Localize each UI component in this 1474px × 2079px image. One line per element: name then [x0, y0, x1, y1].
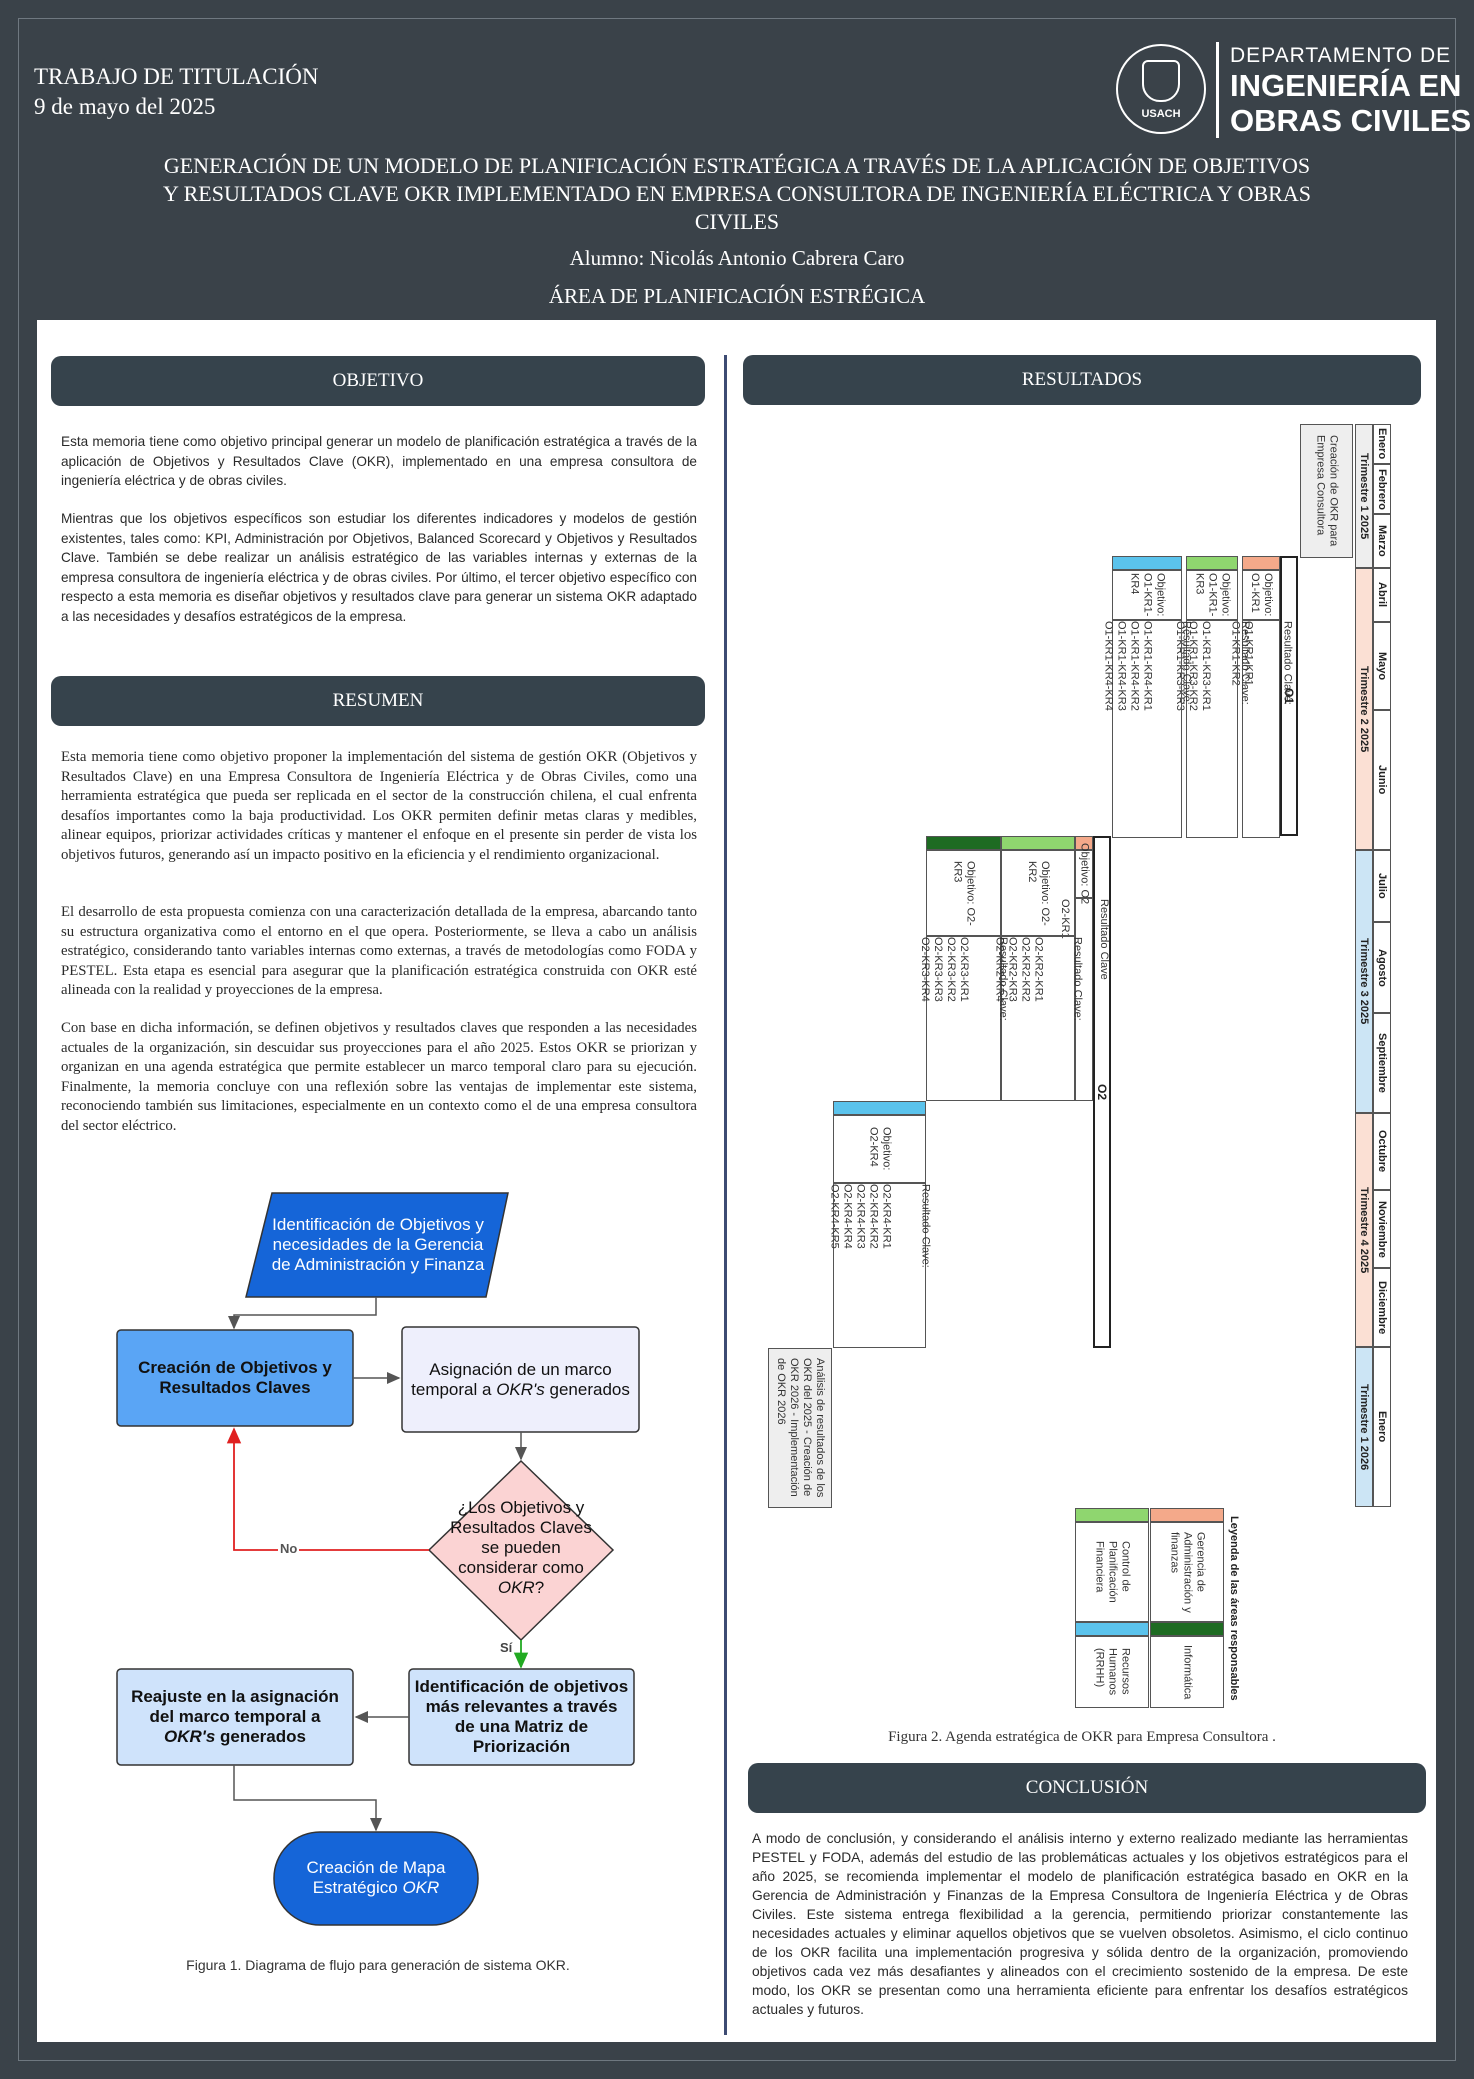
month-12: Diciembre — [1373, 1268, 1391, 1347]
legend-label-2: Informática — [1150, 1636, 1224, 1708]
o2-row-3-objective: Objetivo: O2- KR3 — [926, 850, 1001, 936]
quarter-5: Trimestre 1 2026 — [1355, 1347, 1373, 1507]
flow-label-si: Sí — [500, 1640, 513, 1655]
poster-date: 9 de mayo del 2025 — [34, 94, 216, 119]
resumen-paragraph-3: Con base en dicha información, se define… — [61, 1020, 697, 1134]
flow-node-creacion: Creación de Objetivos y Resultados Clave… — [138, 1358, 332, 1397]
o2-row-2-key-results: Resultado Clave: O2-KR2-KR1 O2-KR2-KR2 O… — [994, 936, 1084, 1101]
month-1: Enero — [1373, 424, 1391, 464]
legend-label-3: Control de Planificación Financiera — [1075, 1522, 1149, 1622]
o1-row-3-color — [1112, 556, 1182, 570]
month-7: Julio — [1373, 850, 1391, 922]
figure-2-caption: Figura 2. Agenda estratégica de OKR para… — [888, 1729, 1276, 1745]
flow-node-asignacion: Asignación de un marco temporal a OKR's … — [411, 1359, 630, 1399]
o2-row-4-objective: Objetivo: O2-KR4 — [833, 1115, 926, 1183]
month-10: Octubre — [1373, 1113, 1391, 1190]
o2-row-3-color — [926, 836, 1001, 850]
month-9: Septiembre — [1373, 1013, 1391, 1113]
o1-row-1-color — [1242, 556, 1280, 570]
month-6: Junio — [1373, 710, 1391, 850]
resumen-paragraph-1: Esta memoria tiene como objetivo propone… — [61, 749, 697, 863]
month-2: Febrero — [1373, 464, 1391, 514]
o1-row-3-key-results: Resultado Clave: O1-KR1-KR4-KR1 O1-KR1-K… — [1103, 620, 1193, 838]
legend-title: Leyenda de las áreas responsables — [1228, 1515, 1240, 1701]
conclusion-heading: CONCLUSIÓN — [748, 1763, 1426, 1813]
o2-row-1-color — [1075, 836, 1093, 850]
quarter-1: Trimestre 1 2025 — [1355, 424, 1373, 568]
flow-node-mapa: Creación de Mapa Estratégico OKR — [306, 1858, 446, 1897]
conclusion-paragraph: A modo de conclusión, y considerando el … — [752, 1831, 1408, 2017]
o2-row-3-key-results: Resultado Clave: O2-KR3-KR1 O2-KR3-KR2 O… — [919, 936, 1009, 1101]
header-left: TRABAJO DE TITULACIÓN 9 de mayo del 2025 — [34, 62, 319, 122]
flow-label-no: No — [278, 1541, 300, 1556]
o1-row-2-color — [1186, 556, 1238, 570]
resumen-paragraph-2: El desarrollo de esta propuesta comienza… — [61, 904, 697, 998]
legend-label-4: Recursos Humanos (RRHH) — [1075, 1636, 1149, 1708]
month-4: Abril — [1373, 568, 1391, 622]
month-13: Enero — [1373, 1347, 1391, 1507]
logo-text: USACH — [1141, 108, 1181, 120]
o1-row-1-key-results: Resultado Clave: O1-KR1-KR1 O1-KR1-KR2 — [1230, 620, 1294, 838]
o1-row-1-objective: Objetivo: O1-KR1 — [1242, 570, 1280, 620]
o2-bracket: O2 — [1093, 836, 1111, 1348]
legend-swatch-2 — [1150, 1622, 1224, 1636]
quarter-3: Trimestre 3 2025 — [1355, 850, 1373, 1113]
quarter-4: Trimestre 4 2025 — [1355, 1113, 1373, 1347]
flow-node-decision: ¿Los Objetivos y Resultados Claves se pu… — [450, 1498, 592, 1597]
column-divider — [724, 355, 727, 2035]
resumen-heading: RESUMEN — [51, 676, 705, 726]
end-block: Análisis de resultados de los OKR del 20… — [768, 1348, 832, 1508]
poster-frame — [18, 18, 1456, 2061]
flow-arrow-1 — [228, 1297, 377, 1330]
figure-1-caption: Figura 1. Diagrama de flujo para generac… — [186, 1957, 570, 1973]
o2-row-2-color — [1001, 836, 1075, 850]
month-5: Mayo — [1373, 622, 1391, 710]
o1-bracket: O1 — [1280, 556, 1298, 836]
shield-icon — [1142, 60, 1180, 102]
work-type: TRABAJO DE TITULACIÓN — [34, 64, 319, 89]
flow-arrow-6 — [233, 1765, 382, 1832]
department-name: DEPARTAMENTO DE INGENIERÍA EN OBRAS CIVI… — [1230, 44, 1472, 138]
o2-row-4-color — [833, 1101, 926, 1115]
resultados-heading: RESULTADOS — [743, 355, 1421, 405]
legend-swatch-3 — [1075, 1508, 1149, 1522]
legend-swatch-1 — [1150, 1508, 1224, 1522]
flow-node-reajuste-shape — [116, 1668, 354, 1766]
quarter-2: Trimestre 2 2025 — [1355, 568, 1373, 850]
flow-node-mapa-shape — [273, 1831, 479, 1926]
logo-divider — [1216, 42, 1219, 138]
flow-node-identificacion-shape — [245, 1192, 509, 1298]
area-title: ÁREA DE PLANIFICACIÓN ESTRÉGICA — [548, 284, 926, 308]
flow-node-identificacion-matriz: Identificación de objetivos más relevant… — [414, 1677, 629, 1756]
o2-row-2-objective: Objetivo: O2- KR2 — [1001, 850, 1075, 936]
flow-arrow-no — [226, 1427, 429, 1551]
flow-node-identificacion: Identificación de Objetivos y necesidade… — [271, 1215, 485, 1274]
poster-title: GENERACIÓN DE UN MODELO DE PLANIFICACIÓN… — [163, 153, 1311, 234]
o1-row-2-key-results: Resultado Clave: O1-KR1-KR3-KR1 O1-KR1-K… — [1174, 620, 1251, 838]
o2-row-1-objective: Objetivo: O2 — [1075, 843, 1093, 905]
flow-node-reajuste: Reajuste en la asignación del marco temp… — [131, 1687, 339, 1746]
objetivo-paragraph-2: Mientras que los objetivos específicos s… — [61, 511, 697, 624]
month-11: Noviembre — [1373, 1190, 1391, 1268]
usach-logo: USACH — [1116, 44, 1206, 134]
objetivo-paragraph-1: Esta memoria tiene como objetivo princip… — [61, 434, 697, 488]
start-block: Creación de OKR para Empresa Consultora — [1300, 424, 1353, 558]
student-name: Alumno: Nicolás Antonio Cabrera Caro — [569, 246, 905, 270]
objetivo-heading: OBJETIVO — [51, 356, 705, 406]
legend-label-1: Gerencia de Administración y finanzas — [1150, 1522, 1224, 1622]
month-8: Agosto — [1373, 922, 1391, 1013]
legend-swatch-4 — [1075, 1622, 1149, 1636]
o2-row-1-key-results: Resultado Clave O2-KR1 — [1059, 898, 1110, 1101]
o2-row-4-key-results: Resultado Clave: O2-KR4-KR1 O2-KR4-KR2 O… — [829, 1183, 932, 1348]
o1-row-2-objective: Objetivo: O1-KR1- KR3 — [1186, 570, 1238, 620]
month-3: Marzo — [1373, 514, 1391, 568]
o1-row-3-objective: Objetivo: O1-KR1- KR4 — [1112, 570, 1182, 620]
